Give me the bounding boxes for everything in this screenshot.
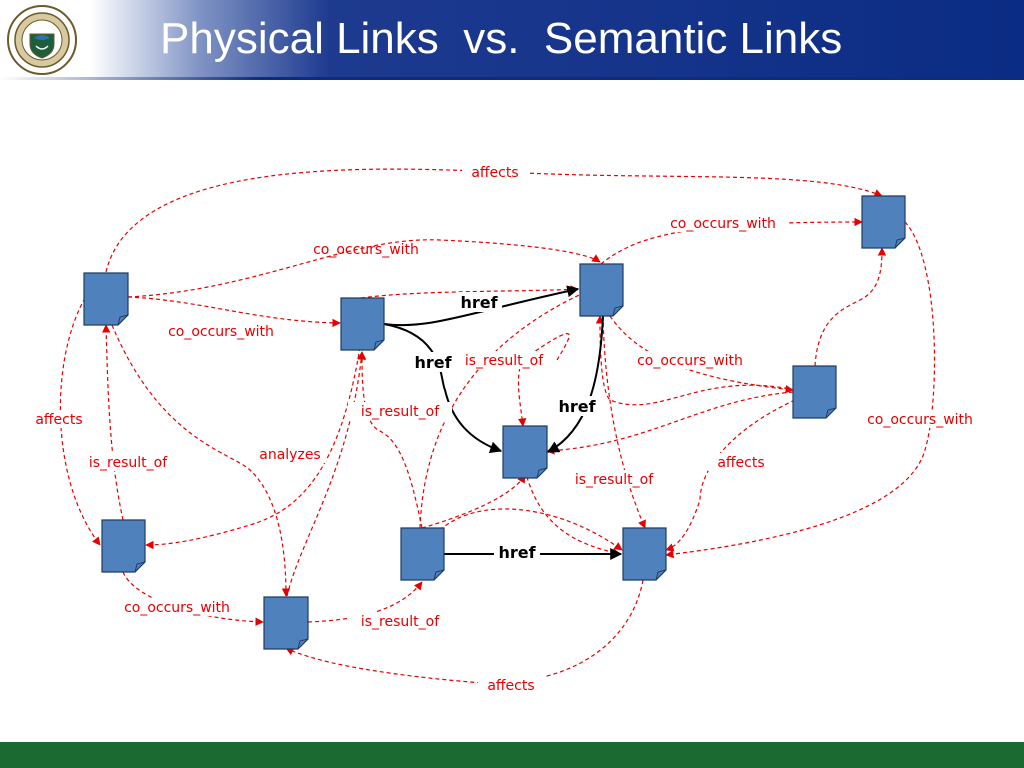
university-seal-logo [7, 5, 77, 75]
link-doc5-to-doc6 [814, 247, 887, 367]
label-affects: affects [471, 165, 518, 181]
document-node [83, 272, 129, 326]
footer-bar [0, 742, 1024, 768]
link-co-occurs-far-right [665, 221, 936, 559]
link-co-occurs-left-mid [127, 296, 341, 328]
label-co-occurs-with: co_occurs_with [313, 242, 419, 258]
document-node [579, 263, 624, 317]
label-co-occurs-with: co_occurs_with [637, 353, 743, 369]
link-affects-right [665, 399, 796, 552]
link-doc8-to-doc2 [286, 351, 366, 597]
label-is-result-of: is_result_of [361, 614, 440, 630]
link-doc7-to-doc9 [439, 508, 623, 551]
document-node [263, 596, 309, 650]
link-doc7-to-doc4 [421, 474, 526, 529]
document-node [861, 195, 906, 249]
label-co-occurs-with: co_occurs_with [168, 324, 274, 340]
label-affects: affects [35, 412, 82, 428]
link-is-result-of-mid-bottom [602, 315, 646, 529]
link-doc7-to-doc3 [419, 289, 591, 529]
document-node [101, 519, 146, 573]
link-co-occurs-top-mid [127, 239, 601, 298]
link-href-top [383, 285, 580, 327]
link-is-result-of-bottom [307, 581, 423, 623]
link-affects-bottom [285, 579, 644, 684]
label-is-result-of: is_result_of [575, 472, 654, 488]
link-is-result-of-mid-left [357, 351, 423, 529]
document-node [502, 425, 548, 479]
label-href: href [558, 397, 596, 416]
link-doc2-to-doc3 [360, 285, 579, 299]
slide-title: Physical Links vs. Semantic Links [160, 14, 843, 63]
document-node [400, 527, 445, 581]
link-href-left [383, 323, 503, 454]
physical-links [383, 285, 623, 560]
document-node [340, 297, 385, 351]
label-is-result-of: is_result_of [465, 353, 544, 369]
document-node [792, 365, 837, 419]
label-href: href [460, 293, 498, 312]
document-node [622, 527, 667, 581]
label-co-occurs-with: co_occurs_with [670, 216, 776, 232]
label-affects: affects [717, 455, 764, 471]
label-analyzes: analyzes [259, 447, 320, 463]
header-underline [0, 77, 1024, 80]
label-href: href [498, 543, 536, 562]
link-is-result-of-left [102, 324, 124, 521]
label-is-result-of: is_result_of [89, 455, 168, 471]
label-affects: affects [487, 678, 534, 694]
link-href-right [546, 315, 604, 453]
link-labels: affects co_occurs_with co_occurs_with co… [28, 163, 985, 694]
label-co-occurs-with: co_occurs_with [124, 600, 230, 616]
label-is-result-of: is_result_of [361, 404, 440, 420]
documents [83, 195, 906, 650]
link-is-result-of-mid-top [517, 333, 570, 427]
link-doc1-to-doc8 [111, 324, 291, 597]
label-co-occurs-with: co_occurs_with [867, 412, 973, 428]
link-doc4-to-doc9 [524, 469, 621, 557]
label-href: href [414, 353, 452, 372]
slide-header [0, 0, 1024, 77]
link-analyzes [145, 346, 361, 550]
